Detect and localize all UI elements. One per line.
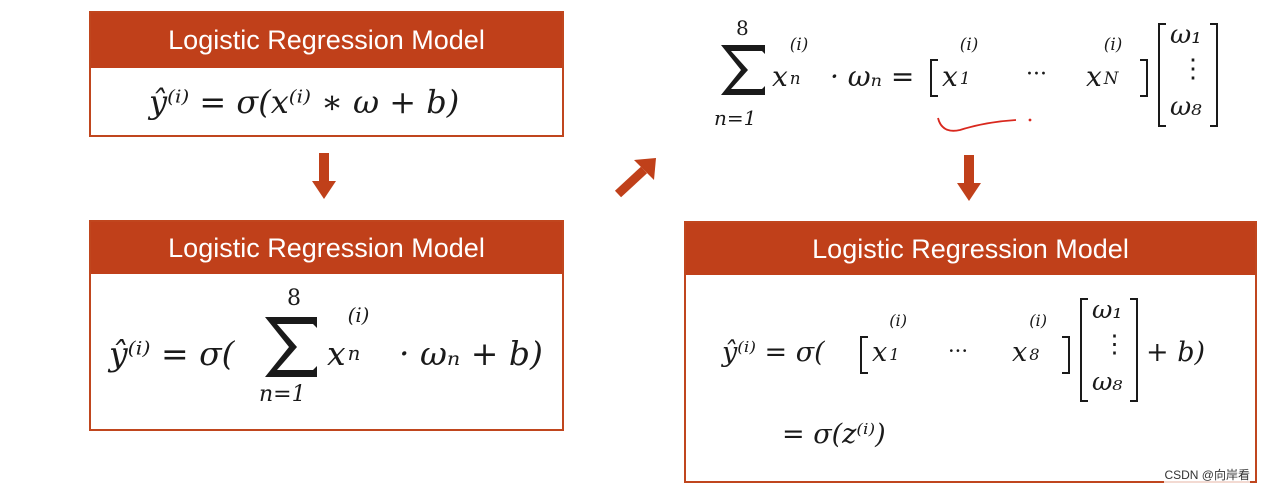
col-bracket-right — [1210, 23, 1218, 127]
row-bracket-right — [1140, 59, 1148, 97]
formula-top-lower: n=1 — [714, 106, 757, 130]
watermark: CSDN @向岸看 — [1164, 466, 1250, 483]
formula-3-col-bot: ω₈ — [1092, 367, 1123, 396]
row-bracket-left — [930, 59, 938, 97]
formula-3: ŷ⁽ⁱ⁾ = σ( x(i)1 ··· x(i)8 ω₁ ⋮ ω₈ + b) =… — [722, 293, 1242, 473]
col-bracket-left — [1080, 298, 1088, 402]
row-bracket-left — [860, 336, 868, 374]
formula-top-col-dots: ⋮ — [1180, 54, 1206, 84]
formula-top-mid: · ωₙ = — [830, 60, 915, 93]
model-box-3-title: Logistic Regression Model — [686, 223, 1255, 275]
model-box-3: Logistic Regression Model ŷ⁽ⁱ⁾ = σ( x(i)… — [684, 221, 1257, 483]
formula-2-lower: n=1 — [259, 382, 306, 407]
formula-top-rowN: x(i)N — [1086, 34, 1123, 93]
formula-3-tail: + b) — [1146, 337, 1206, 368]
formula-3-line2: = σ(z⁽ⁱ⁾) — [782, 419, 886, 450]
formula-top-col-bot: ω₈ — [1170, 92, 1202, 122]
row-bracket-right — [1062, 336, 1070, 374]
formula-2-tail: · ωₙ + b) — [399, 334, 543, 373]
formula-2-body: x(i)n — [327, 304, 370, 373]
formula-2: ŷ⁽ⁱ⁾ = σ( 8 n=1 x(i)n · ωₙ + b) — [109, 282, 549, 422]
model-box-2-title: Logistic Regression Model — [91, 222, 562, 274]
model-box-2: Logistic Regression Model ŷ⁽ⁱ⁾ = σ( 8 n=… — [89, 220, 564, 431]
down-arrow-icon — [957, 155, 981, 201]
formula-2-upper: 8 — [287, 286, 301, 311]
formula-2-lhs: ŷ⁽ⁱ⁾ = σ( — [109, 334, 235, 373]
formula-top: 8 n=1 x(i)n · ωₙ = x(i)1 ··· x(i)N ω₁ ⋮ … — [712, 14, 1232, 134]
formula-3-row1: x(i)1 — [872, 311, 908, 368]
model-box-1: Logistic Regression Model ŷ⁽ⁱ⁾ = σ(x⁽ⁱ⁾ … — [89, 11, 564, 137]
model-box-1-title: Logistic Regression Model — [91, 13, 562, 68]
sigma-icon — [265, 317, 317, 377]
formula-top-row1: x(i)1 — [942, 34, 979, 93]
formula-top-dots: ··· — [1026, 62, 1047, 87]
formula-top-lhs: x(i)n — [772, 34, 809, 93]
formula-1: ŷ⁽ⁱ⁾ = σ(x⁽ⁱ⁾ ∗ ω + b) — [149, 83, 460, 121]
col-bracket-left — [1158, 23, 1166, 127]
formula-3-col-dots: ⋮ — [1102, 329, 1127, 358]
formula-top-col-top: ω₁ — [1170, 20, 1202, 50]
formula-3-col-top: ω₁ — [1092, 295, 1123, 324]
diagonal-arrow-icon — [614, 158, 656, 198]
formula-3-lhs: ŷ⁽ⁱ⁾ = σ( — [722, 337, 825, 368]
formula-top-upper: 8 — [736, 16, 749, 40]
sigma-icon — [721, 45, 765, 95]
col-bracket-right — [1130, 298, 1138, 402]
down-arrow-icon — [312, 153, 336, 199]
formula-3-dots: ··· — [948, 339, 969, 363]
handwritten-underline-icon — [937, 117, 1032, 132]
formula-3-row8: x(i)8 — [1012, 311, 1048, 368]
